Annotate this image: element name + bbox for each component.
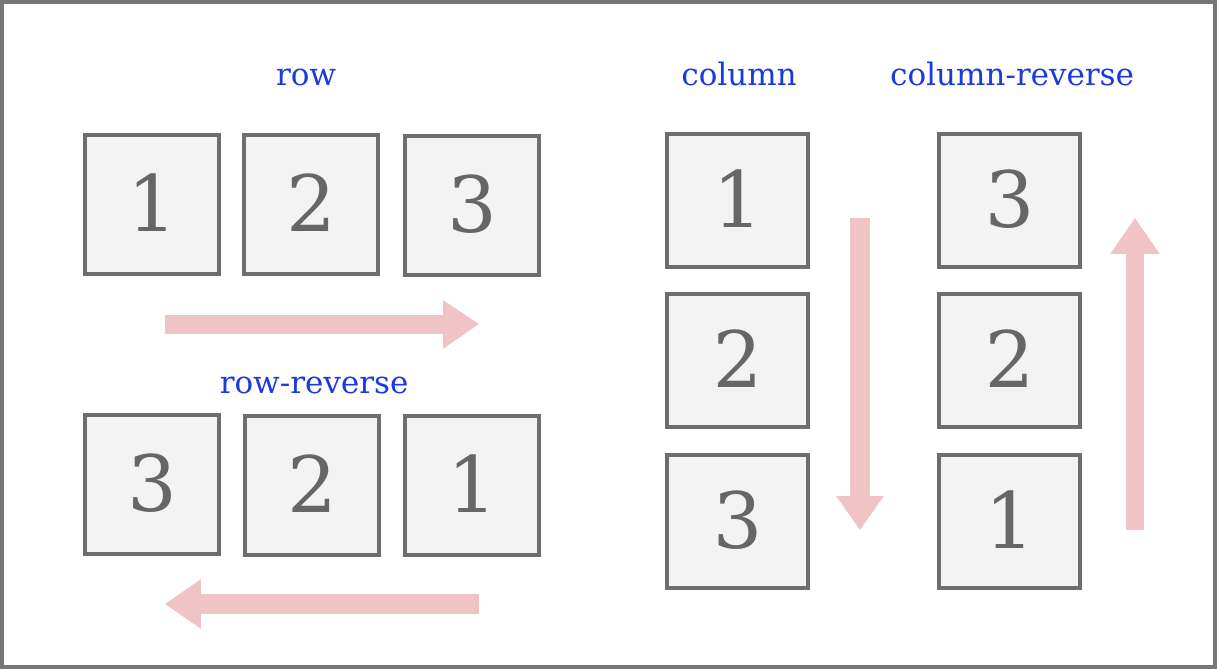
column-arrow-down-icon (836, 218, 884, 530)
row-box: 1 (83, 133, 221, 276)
column-reverse-arrow-up-icon (1110, 218, 1160, 530)
column-box: 1 (665, 132, 810, 269)
heading-row: row (275, 57, 337, 93)
row-reverse-box: 2 (243, 414, 381, 557)
column-box: 2 (665, 292, 810, 429)
column-box: 3 (665, 453, 810, 590)
row-box: 2 (242, 133, 380, 276)
direction-arrows (165, 218, 1160, 629)
heading-row-reverse: row-reverse (219, 365, 409, 401)
row-reverse-box: 3 (83, 413, 221, 556)
column-reverse-box: 1 (937, 453, 1082, 590)
row-reverse-box: 1 (403, 414, 541, 557)
row-box: 3 (403, 134, 541, 277)
row-reverse-arrow-left-icon (165, 579, 479, 629)
column-reverse-box: 2 (937, 292, 1082, 429)
heading-column: column (681, 57, 797, 93)
row-arrow-right-icon (165, 300, 479, 349)
column-reverse-box: 3 (937, 132, 1082, 269)
heading-column-reverse: column-reverse (890, 57, 1134, 93)
